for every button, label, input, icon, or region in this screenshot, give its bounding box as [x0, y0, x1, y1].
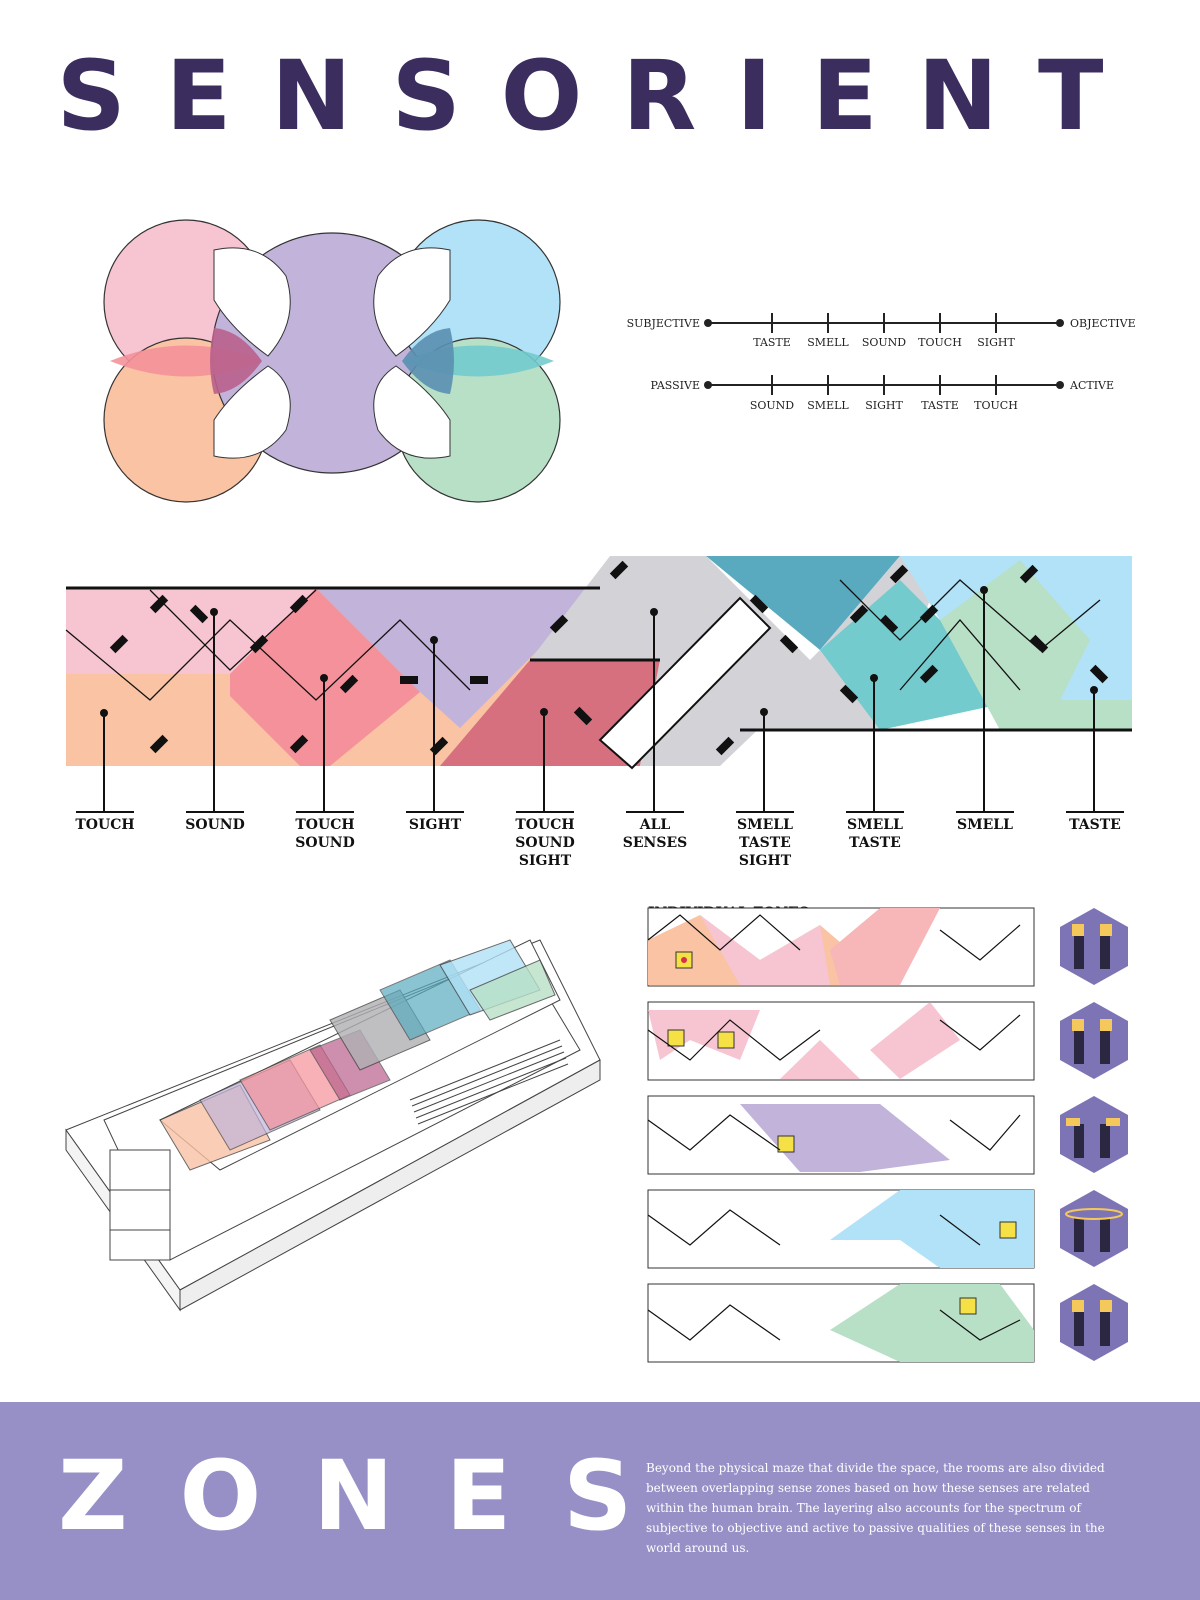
model-zone-taste [469, 959, 556, 1021]
zone-label: SOUND [295, 835, 354, 851]
spectrum-left-label: PASSIVE [650, 379, 700, 392]
zone-marker-icon [681, 957, 687, 963]
zone-sight [316, 588, 600, 728]
venn-lens [213, 247, 291, 357]
zone-label: ALL [639, 817, 671, 833]
individual-zone-smell [647, 1189, 1035, 1269]
diagram-canvas: SUBJECTIVE OBJECTIVE TASTE SMELL SOUND T… [65, 219, 1136, 1363]
sight-icon [1060, 1096, 1128, 1173]
individual-zone-plans [647, 907, 1035, 1363]
zone-label: SIGHT [519, 853, 572, 869]
zone-labels: TOUCH SOUND TOUCH SOUND SIGHT TOUCH SOUN… [75, 817, 1120, 869]
zone-smell-taste-sight [706, 556, 900, 650]
spectrum-tick-label: SMELL [807, 399, 849, 412]
individual-zone-touch [647, 907, 1035, 987]
footer-band [0, 1402, 1200, 1600]
spectrum-tick-label: SOUND [750, 399, 794, 412]
model-stairs [409, 1039, 569, 1125]
spectrum-tick-label: TOUCH [918, 336, 962, 349]
footer-description: Beyond the physical maze that divide the… [646, 1461, 1105, 1555]
venn-lens [373, 247, 451, 357]
venn-center-right-overlap [402, 328, 454, 394]
zone-label: SOUND [515, 835, 574, 851]
zone-label: SOUND [185, 817, 244, 833]
spectrum-tick-label: SOUND [862, 336, 906, 349]
zone-marker-icon [777, 1135, 795, 1153]
zone-label: TOUCH [75, 817, 134, 833]
taste-icon [1060, 1284, 1128, 1361]
door-markers [109, 560, 1109, 756]
touch-icon [1060, 908, 1128, 985]
axonometric-model [65, 939, 601, 1312]
zone-label: TASTE [739, 835, 791, 851]
spectrum-tick-label: TOUCH [974, 399, 1018, 412]
zone-smell-taste [820, 580, 1020, 730]
venn-diagram [103, 219, 561, 503]
zone-label: SENSES [623, 835, 687, 851]
spectrum-subjective-objective: SUBJECTIVE OBJECTIVE TASTE SMELL SOUND T… [627, 313, 1136, 349]
zone-marker-icon [667, 1029, 685, 1047]
zone-label: SMELL [957, 817, 1013, 833]
individual-zone-maze-lines [647, 914, 1021, 1341]
zone-label: TASTE [1069, 817, 1121, 833]
spectrum-right-label: ACTIVE [1069, 379, 1114, 392]
spectrum-passive-active: PASSIVE ACTIVE SOUND SMELL SIGHT TASTE T… [650, 375, 1114, 412]
venn-lens [373, 365, 451, 459]
zone-label: TASTE [849, 835, 901, 851]
zone-label: SIGHT [409, 817, 462, 833]
zone-marker-icon [999, 1221, 1017, 1239]
zone-marker-icon [717, 1031, 735, 1049]
individual-zone-taste [647, 1283, 1035, 1363]
sound-icon [1060, 1002, 1128, 1079]
spectrum-tick-label: SIGHT [977, 336, 1015, 349]
sense-icons [1060, 908, 1128, 1361]
spectrum-tick-label: SIGHT [865, 399, 903, 412]
spectrum-scales: SUBJECTIVE OBJECTIVE TASTE SMELL SOUND T… [627, 313, 1136, 412]
spectrum-tick-label: SMELL [807, 336, 849, 349]
zone-label: TOUCH [295, 817, 354, 833]
zone-marker-icon [959, 1297, 977, 1315]
zone-plan: TOUCH SOUND TOUCH SOUND SIGHT TOUCH SOUN… [65, 556, 1132, 869]
smell-icon [1060, 1190, 1128, 1267]
footer-title: ZONES [58, 1440, 685, 1552]
individual-zone-sight [647, 1095, 1035, 1175]
venn-center-left-overlap [210, 328, 262, 394]
spectrum-tick-label: TASTE [921, 399, 959, 412]
venn-lens [213, 365, 291, 459]
zone-label: SIGHT [739, 853, 792, 869]
zone-label: SMELL [847, 817, 903, 833]
spectrum-left-label: SUBJECTIVE [627, 317, 700, 330]
spectrum-right-label: OBJECTIVE [1070, 317, 1136, 330]
individual-zone-sound [647, 1001, 1035, 1081]
zone-label: SMELL [737, 817, 793, 833]
zone-leaders [103, 590, 1095, 812]
page-title: SENSORIENT [56, 40, 1144, 152]
spectrum-tick-label: TASTE [753, 336, 791, 349]
zone-leader-dots [100, 586, 1098, 717]
maze-lines [65, 579, 1101, 701]
plan-ramp [598, 596, 772, 770]
zone-label: TOUCH [515, 817, 574, 833]
